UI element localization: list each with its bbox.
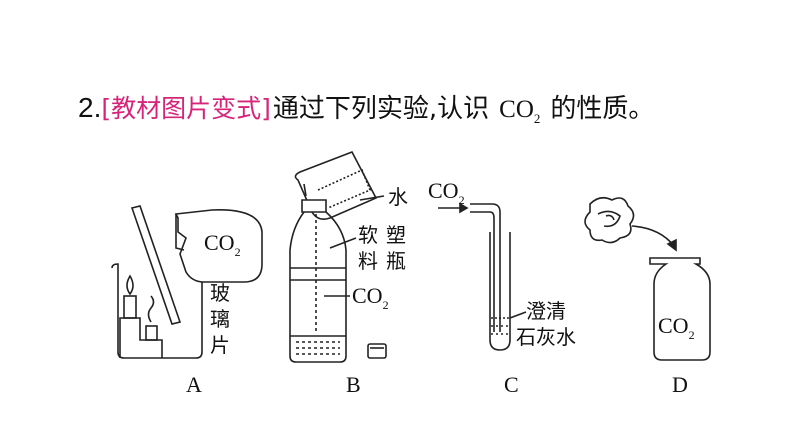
question-tail: 的性质。 (550, 94, 655, 124)
glass-label-2: 璃 (210, 307, 230, 331)
bottle-label-2: 塑 (386, 223, 406, 247)
gas-jar (649, 257, 711, 361)
experiment-d (584, 196, 711, 361)
panel-label-b: B (346, 372, 361, 397)
co2-jar-a (174, 209, 263, 283)
glass-label-1: 玻 (210, 281, 230, 305)
panel-label-a: A (186, 372, 202, 397)
experiment-b (289, 150, 387, 363)
glass-plate (130, 205, 182, 325)
water-label: 水 (388, 185, 408, 209)
drop-arrow (631, 225, 675, 247)
co2-label-a: CO2 (204, 230, 241, 259)
panel-label-d: D (672, 372, 688, 397)
plastic-bottle (289, 211, 347, 363)
limewater-label-1: 澄清 (526, 299, 566, 323)
question-tag: [教材图片变式] (101, 94, 271, 123)
question-text: 通过下列实验,认识 (272, 94, 490, 124)
smoke-short (147, 295, 155, 323)
limewater-label-2: 石灰水 (516, 325, 576, 349)
glass-label-3: 片 (210, 333, 230, 357)
bottle-label-1: 软 (358, 223, 378, 247)
co2-label-d: CO2 (658, 313, 695, 342)
candle-short (145, 325, 158, 341)
bottle-cap (367, 343, 387, 359)
question-line: 2. [教材图片变式] 通过下列实验,认识 CO2 的性质。 (78, 88, 654, 127)
co2-label-b: CO2 (352, 283, 389, 312)
step-platform (119, 317, 163, 358)
candle-tall (123, 295, 137, 319)
experiment-a (111, 205, 263, 359)
bottle-label-3: 料 (358, 249, 378, 273)
test-tube (489, 232, 511, 351)
bottle-neck (301, 199, 327, 213)
question-number: 2. (78, 92, 102, 123)
flame-tall (126, 274, 134, 296)
experiment-c (438, 202, 527, 351)
bottle-label-4: 瓶 (386, 249, 406, 273)
panel-label-c: C (504, 372, 519, 397)
delivery-tube (470, 203, 501, 332)
question-co2: CO2 (499, 96, 541, 126)
co2-label-c: CO2 (428, 178, 465, 207)
flower-icon (584, 196, 635, 244)
